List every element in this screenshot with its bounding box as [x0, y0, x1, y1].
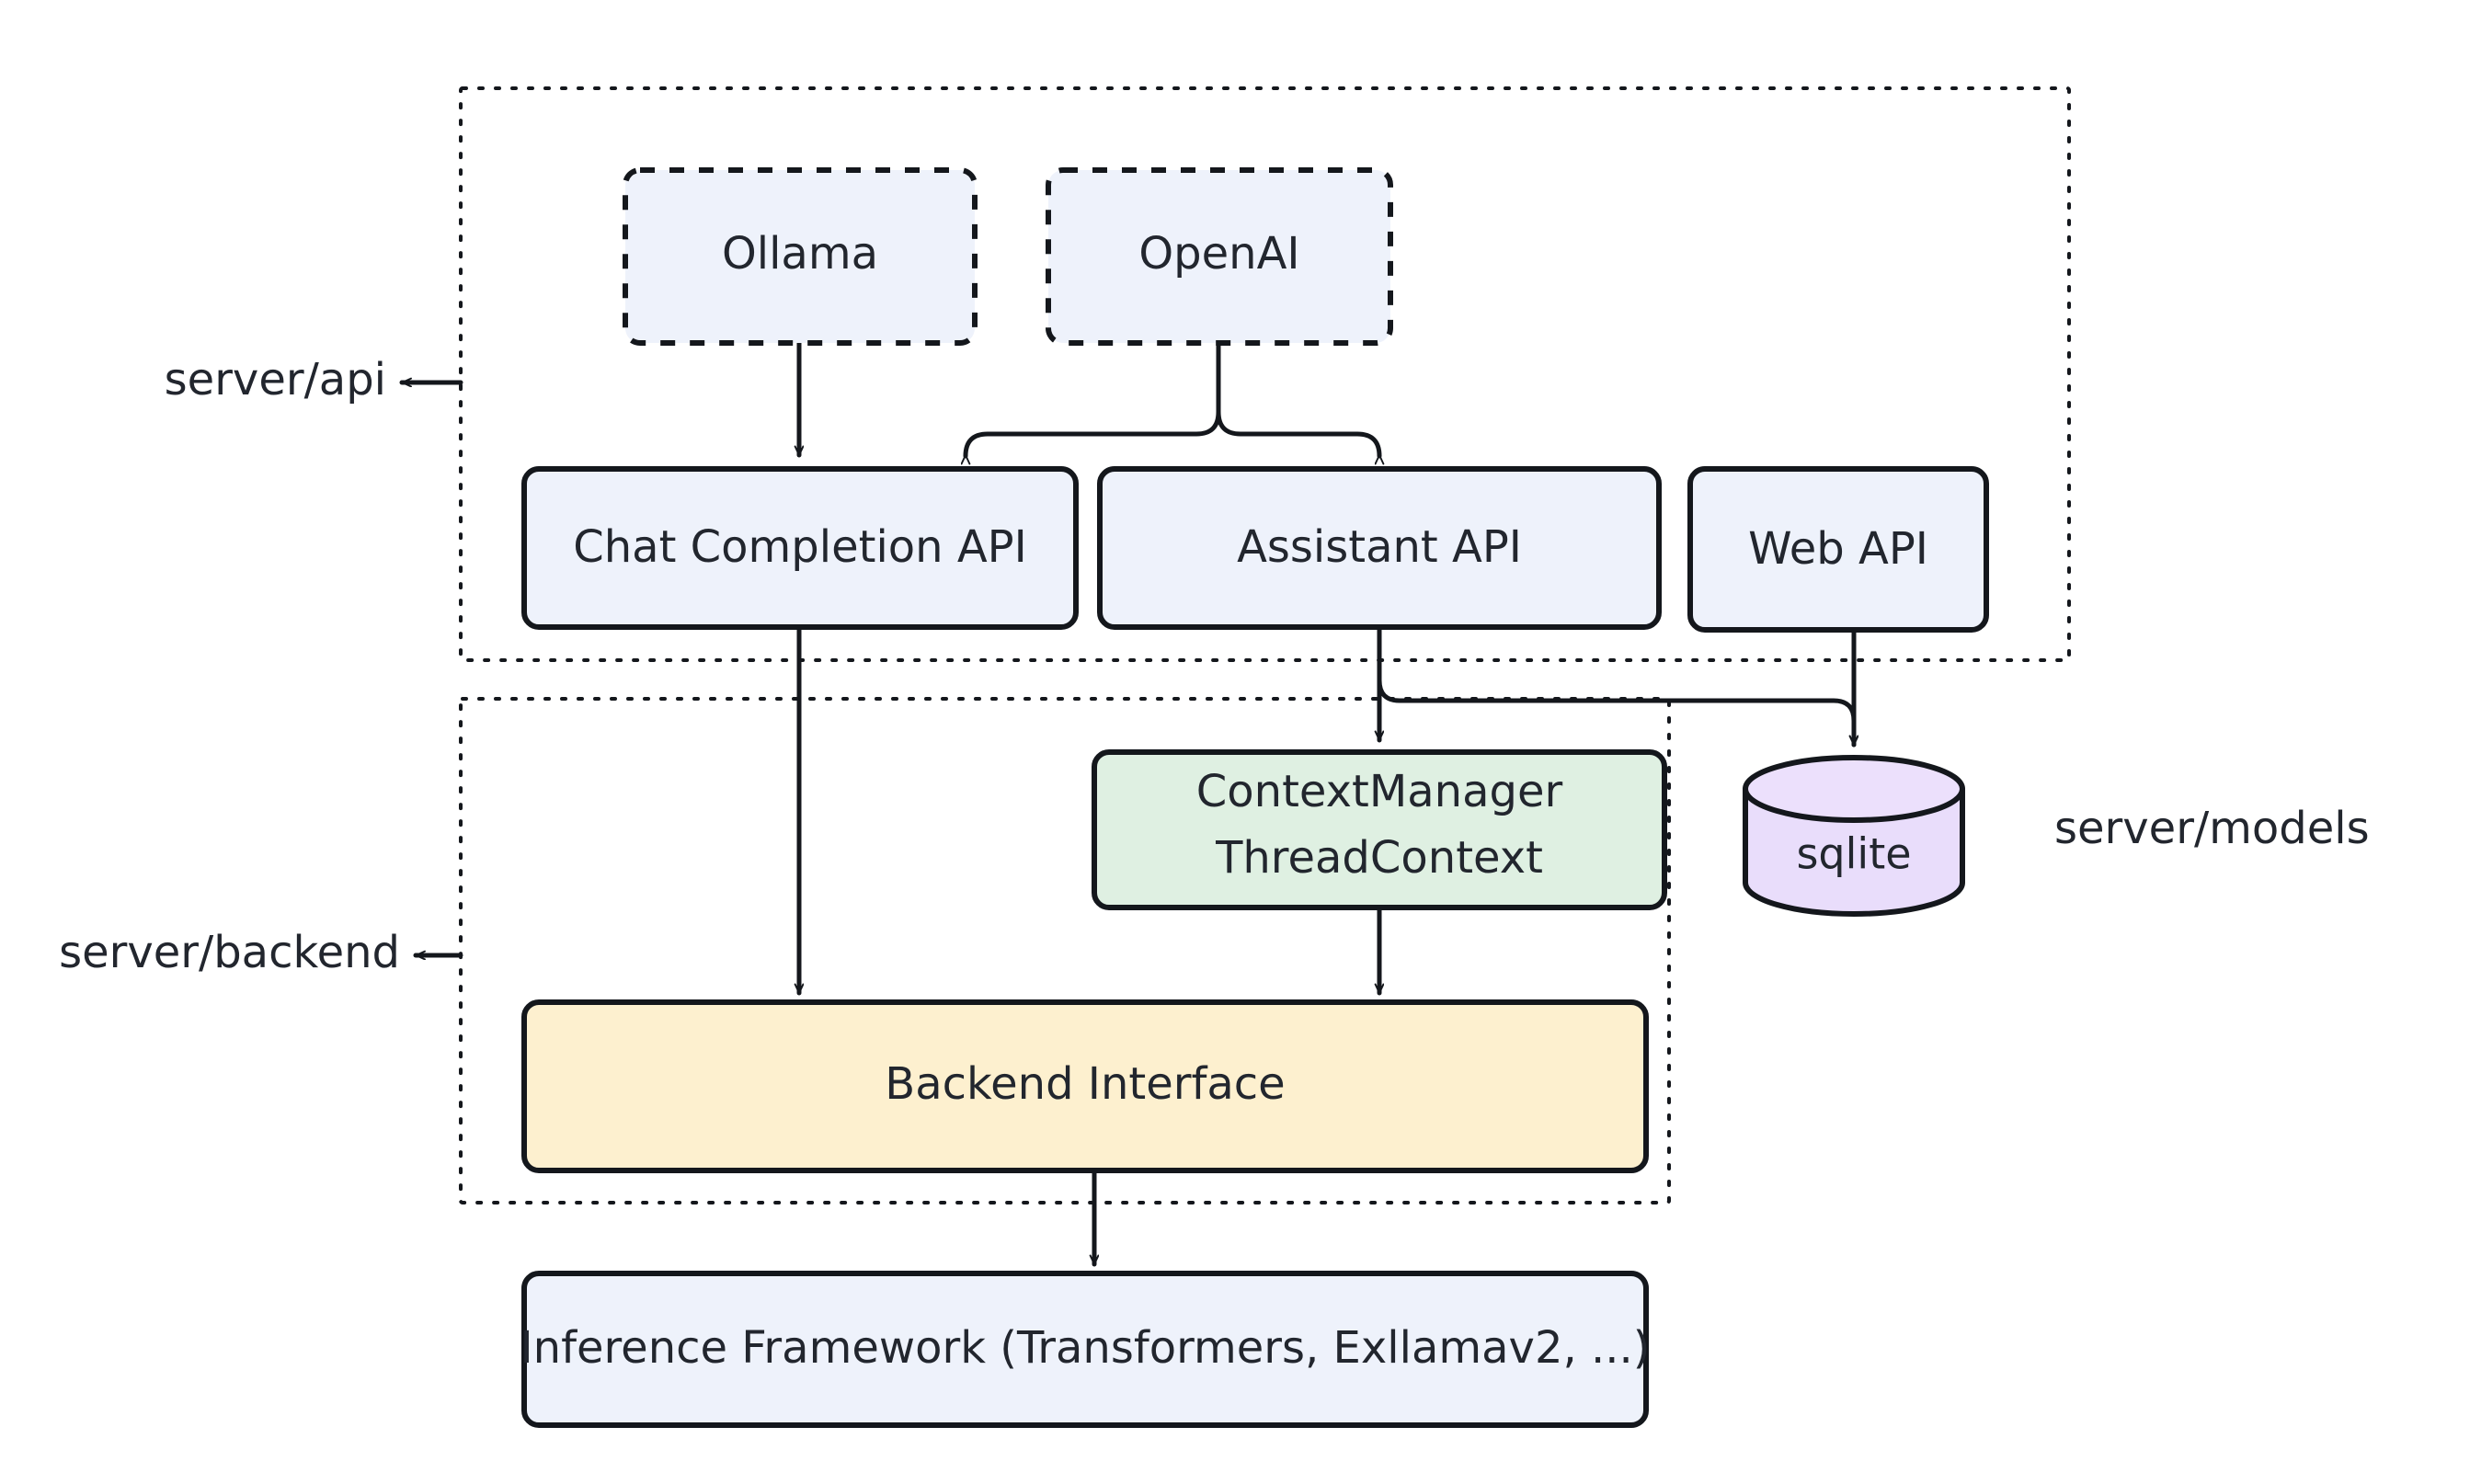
node-chat-completion-api-shape [521, 466, 1079, 630]
node-chat-completion-api[interactable]: Chat Completion API [521, 466, 1079, 630]
node-sqlite[interactable]: sqlite [1743, 755, 1965, 917]
group-server-backend [459, 697, 1671, 1204]
node-inference-framework-shape [521, 1271, 1649, 1428]
edge-openai-to-assistant-api [1216, 340, 1379, 456]
node-openai-label: OpenAI [1138, 228, 1299, 280]
node-openai[interactable]: OpenAI [1046, 167, 1393, 346]
node-context-manager-label-line2: ThreadContext [1215, 832, 1543, 884]
node-ollama-label: Ollama [722, 228, 878, 280]
node-web-api-label: Web API [1748, 523, 1928, 575]
node-context-manager-shape [1092, 749, 1667, 910]
node-backend-interface-shape [521, 999, 1649, 1173]
node-ollama[interactable]: Ollama [623, 167, 978, 346]
group-server-api [459, 86, 2071, 662]
node-context-manager[interactable]: ContextManager ThreadContext [1092, 749, 1667, 910]
node-web-api-shape [1687, 466, 1989, 633]
node-inference-framework[interactable]: Inference Framework (Transformers, Exlla… [520, 1271, 1651, 1428]
node-inference-framework-label: Inference Framework (Transformers, Exlla… [520, 1322, 1650, 1374]
node-context-manager-label-line1: ContextManager [1196, 766, 1563, 817]
group-label-server-api: server/api [165, 354, 386, 405]
node-backend-interface-label: Backend Interface [885, 1058, 1285, 1110]
node-assistant-api[interactable]: Assistant API [1097, 466, 1662, 630]
node-assistant-api-shape [1097, 466, 1662, 630]
group-label-server-models: server/models [2054, 803, 2370, 854]
group-server-backend-border [459, 697, 1671, 1204]
edge-openai-to-chat-completion-api [966, 340, 1221, 456]
node-web-api[interactable]: Web API [1687, 466, 1989, 633]
node-sqlite-top [1743, 755, 1965, 823]
node-assistant-api-label: Assistant API [1237, 521, 1522, 573]
group-label-server-backend: server/backend [59, 927, 400, 978]
node-chat-completion-api-label: Chat Completion API [573, 521, 1027, 573]
node-openai-shape [1046, 167, 1393, 346]
node-backend-interface[interactable]: Backend Interface [521, 999, 1649, 1173]
node-sqlite-body [1743, 786, 1965, 917]
group-server-api-border [459, 86, 2071, 662]
edge-assistant-api-to-sqlite [1377, 624, 1854, 748]
node-ollama-shape [623, 167, 978, 346]
node-sqlite-label: sqlite [1796, 829, 1911, 879]
